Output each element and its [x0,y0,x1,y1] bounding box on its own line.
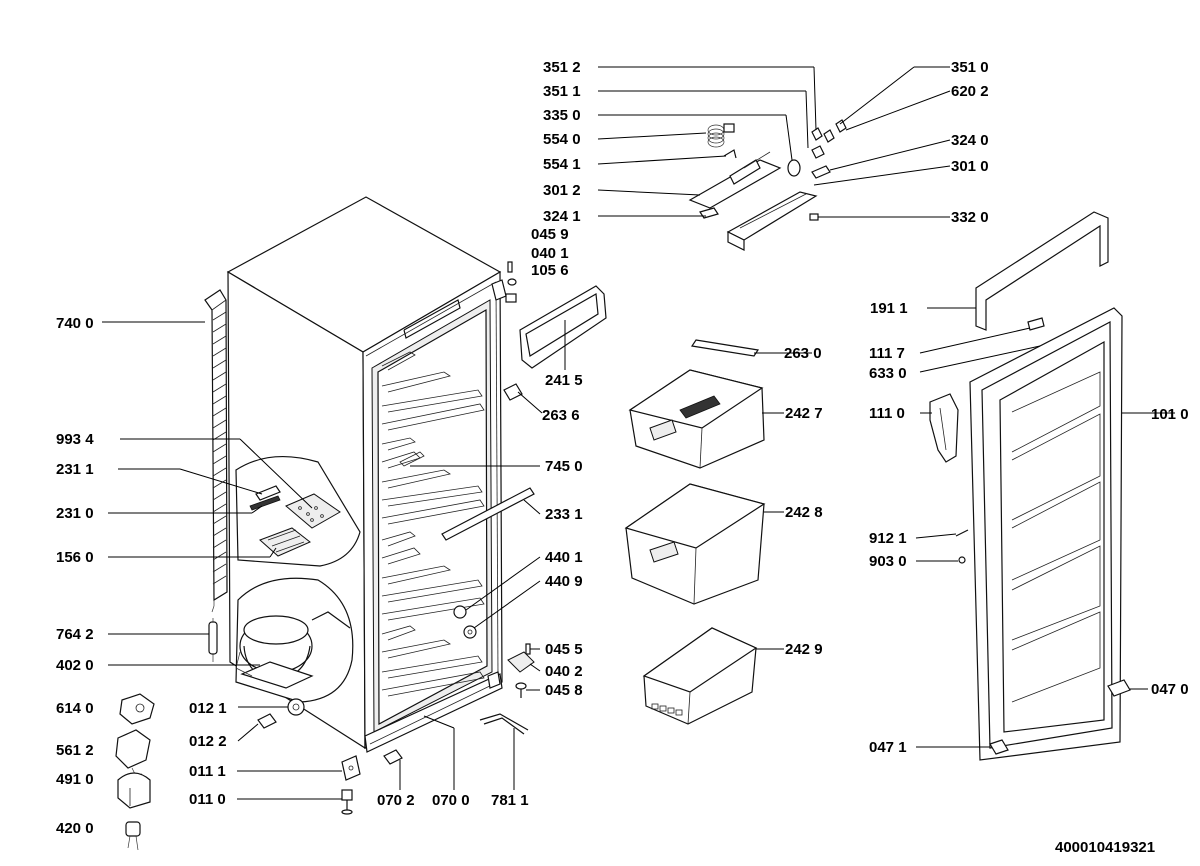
part-label-070-2: 070 2 [377,792,415,809]
part-label-101-0: 101 0 [1151,406,1189,423]
part-label-045-8: 045 8 [545,682,583,699]
part-label-903-0: 903 0 [869,553,907,570]
part-label-045-5: 045 5 [545,641,583,658]
part-label-111-7: 111 7 [869,345,905,362]
evaporator-shelf-lines [381,351,485,697]
part-label-491-0: 491 0 [56,771,94,788]
part-label-764-2: 764 2 [56,626,94,643]
part-label-351-1: 351 1 [543,83,581,100]
part-label-614-0: 614 0 [56,700,94,717]
part-label-111-0: 111 0 [869,405,905,422]
part-label-402-0: 402 0 [56,657,94,674]
part-label-993-4: 993 4 [56,431,94,448]
condenser-drawing [204,289,228,613]
part-label-561-2: 561 2 [56,742,94,759]
part-label-740-0: 740 0 [56,315,94,332]
part-label-301-0: 301 0 [951,158,989,175]
part-label-332-0: 332 0 [951,209,989,226]
part-label-012-1: 012 1 [189,700,227,717]
part-label-781-1: 781 1 [491,792,529,809]
part-label-011-1: 011 1 [189,763,226,780]
control-detail-drawing [235,455,361,567]
part-label-324-0: 324 0 [951,132,989,149]
part-label-156-0: 156 0 [56,549,94,566]
part-label-105-6: 105 6 [531,262,569,279]
part-label-633-0: 633 0 [869,365,907,382]
part-label-231-1: 231 1 [56,461,94,478]
door-and-baskets [519,211,1131,761]
part-label-554-1: 554 1 [543,156,581,173]
part-label-070-0: 070 0 [432,792,470,809]
part-label-191-1: 191 1 [870,300,908,317]
part-label-045-9: 045 9 [531,226,569,243]
part-label-440-9: 440 9 [545,573,583,590]
part-label-047-1: 047 1 [869,739,907,756]
part-label-351-2: 351 2 [543,59,581,76]
part-label-047-0: 047 0 [1151,681,1189,698]
part-label-263-0: 263 0 [784,345,822,362]
part-label-620-2: 620 2 [951,83,989,100]
part-label-745-0: 745 0 [545,458,583,475]
top-control-parts [688,119,847,251]
part-label-263-6: 263 6 [542,407,580,424]
part-label-420-0: 420 0 [56,820,94,837]
small-parts-left [115,261,535,851]
part-label-351-0: 351 0 [951,59,989,76]
document-number: 400010419321 [1055,839,1155,856]
part-label-241-5: 241 5 [545,372,583,389]
part-label-012-2: 012 2 [189,733,227,750]
leader-lines [102,66,1175,800]
part-label-301-2: 301 2 [543,182,581,199]
part-label-335-0: 335 0 [543,107,581,124]
part-label-233-1: 233 1 [545,506,583,523]
part-label-040-2: 040 2 [545,663,583,680]
part-labels: 351 2 351 1 335 0 554 0 554 1 301 2 324 … [56,59,1189,837]
part-label-011-0: 011 0 [189,791,226,808]
part-label-242-9: 242 9 [785,641,823,658]
part-label-554-0: 554 0 [543,131,581,148]
part-label-440-1: 440 1 [545,549,583,566]
part-label-231-0: 231 0 [56,505,94,522]
part-label-242-7: 242 7 [785,405,823,422]
part-label-040-1: 040 1 [531,245,569,262]
part-label-912-1: 912 1 [869,530,907,547]
compressor-detail-drawing [235,577,354,703]
part-label-242-8: 242 8 [785,504,823,521]
part-label-324-1: 324 1 [543,208,581,225]
